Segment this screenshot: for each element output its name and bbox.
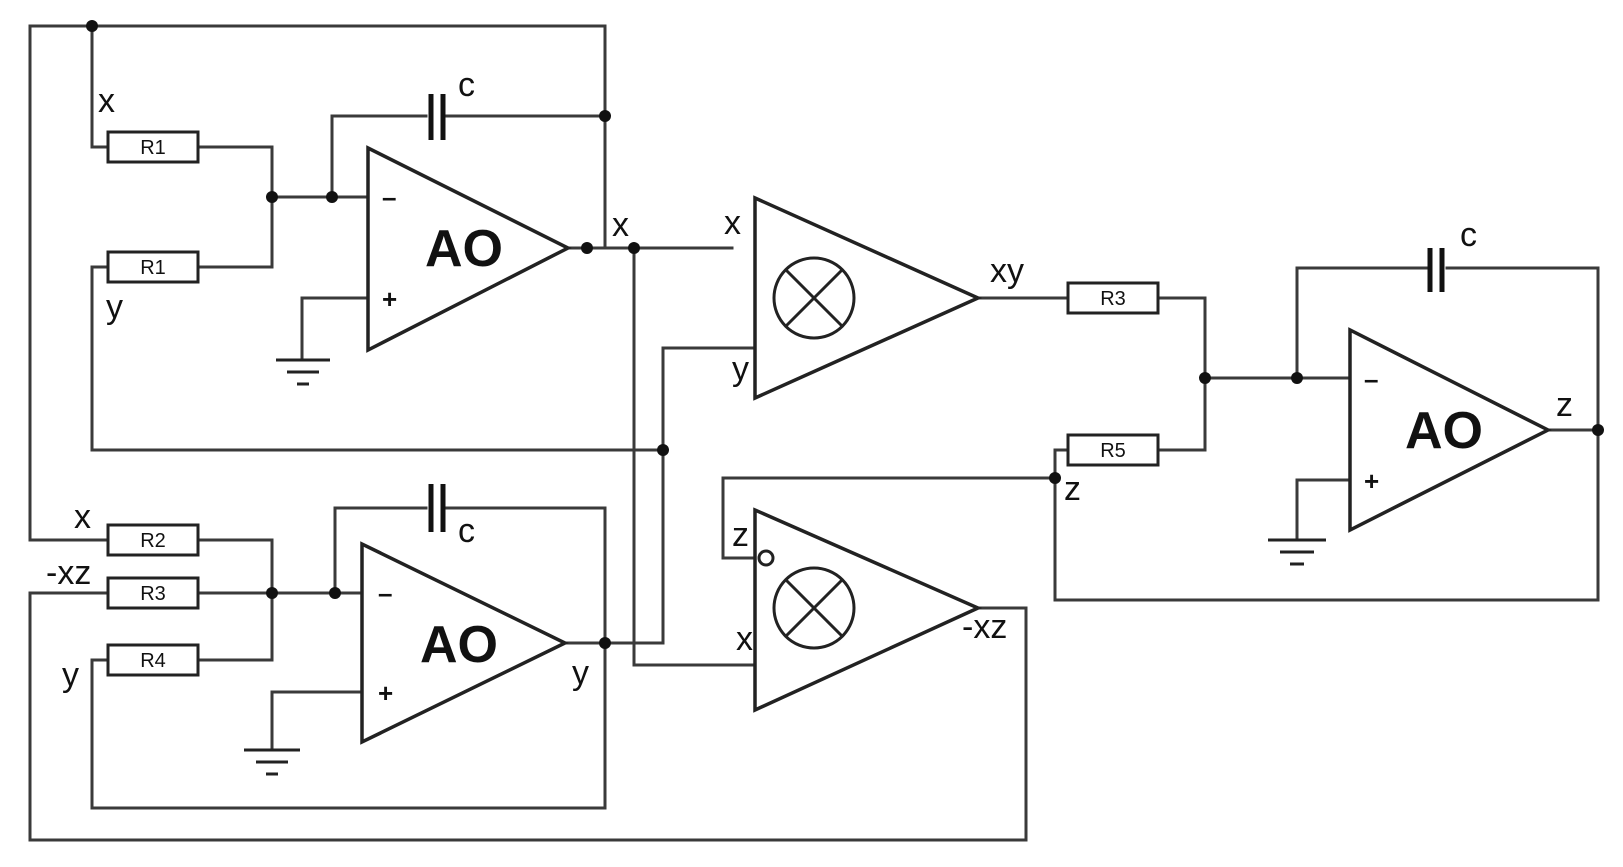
junction-dot <box>266 191 278 203</box>
resistor-r4-label: R4 <box>140 650 166 672</box>
opamp-bottom: – + AO <box>360 541 569 745</box>
opamp-bottom-minus: – <box>378 578 392 608</box>
junction-dot <box>599 110 611 122</box>
signal-label-amp2-out-y: y <box>572 654 589 692</box>
resistor-r1-bottom: R1 <box>106 250 200 284</box>
opamp-top-label: AO <box>425 220 503 278</box>
capacitor-top-label: c <box>458 66 475 104</box>
resistor-r3-left: R3 <box>106 576 200 610</box>
capacitor-bottom-label: c <box>458 512 475 550</box>
opamp-right-label: AO <box>1405 402 1483 460</box>
junction-dot <box>1291 372 1303 384</box>
signal-label-mult2-in-z: z <box>732 516 749 554</box>
opamp-bottom-plus: + <box>378 678 393 708</box>
resistor-r5: R5 <box>1066 433 1160 467</box>
junction-dot <box>1592 424 1604 436</box>
ground-symbol-bottom <box>244 748 300 776</box>
signal-label-amp2-in-x: x <box>74 498 91 536</box>
opamp-top-plus: + <box>382 284 397 314</box>
ground-symbol-top <box>276 358 330 386</box>
signal-label-mult1-out: xy <box>990 252 1024 290</box>
opamp-top-minus: – <box>382 182 396 212</box>
opamp-top: – + AO <box>366 145 572 353</box>
multiplier-top <box>753 195 983 401</box>
resistor-r3-left-label: R3 <box>140 583 166 605</box>
signal-label-mult1-in-x: x <box>724 204 741 242</box>
multiplier-bottom <box>753 507 983 713</box>
resistor-r1-top-label: R1 <box>140 137 166 159</box>
junctions <box>86 20 1604 649</box>
signal-label-mult2-in-x: x <box>736 620 753 658</box>
capacitor-bottom <box>428 484 446 532</box>
junction-dot <box>266 587 278 599</box>
signal-label-amp1-in-x: x <box>98 82 115 120</box>
junction-dot <box>657 444 669 456</box>
junction-dot <box>581 242 593 254</box>
signal-label-amp3-out-z: z <box>1556 386 1573 424</box>
junction-dot <box>599 637 611 649</box>
ground-symbol-right <box>1268 538 1326 566</box>
capacitor-right <box>1427 248 1445 292</box>
opamp-right: – + AO <box>1348 327 1552 533</box>
signal-label-mult1-in-y: y <box>732 350 749 388</box>
junction-dot <box>329 587 341 599</box>
resistor-r2-label: R2 <box>140 530 166 552</box>
capacitor-top <box>428 94 446 140</box>
resistor-r1-bottom-label: R1 <box>140 257 166 279</box>
resistor-r4: R4 <box>106 643 200 677</box>
junction-dot <box>1049 472 1061 484</box>
junction-dot <box>628 242 640 254</box>
resistor-r1-top: R1 <box>106 130 200 164</box>
resistor-r5-label: R5 <box>1100 440 1126 462</box>
opamp-bottom-label: AO <box>420 616 498 674</box>
junction-dot <box>1199 372 1211 384</box>
signal-label-r5-node-z: z <box>1064 470 1081 508</box>
capacitor-right-label: c <box>1460 216 1477 254</box>
inverting-input-bubble <box>757 549 775 567</box>
junction-dot <box>326 191 338 203</box>
resistor-r3-right: R3 <box>1066 281 1160 315</box>
junction-dot <box>86 20 98 32</box>
signal-label-amp1-in-y: y <box>106 288 123 326</box>
wires <box>28 24 1600 842</box>
signal-label-mult2-out: -xz <box>962 608 1007 646</box>
signal-label-amp1-out-x: x <box>612 206 629 244</box>
signal-label-amp2-in-y: y <box>62 656 79 694</box>
resistor-r2: R2 <box>106 523 200 557</box>
signal-label-amp2-in-mxz: -xz <box>46 554 91 592</box>
opamp-right-plus: + <box>1364 466 1379 496</box>
opamp-right-minus: – <box>1364 364 1378 394</box>
resistor-r3-right-label: R3 <box>1100 288 1126 310</box>
